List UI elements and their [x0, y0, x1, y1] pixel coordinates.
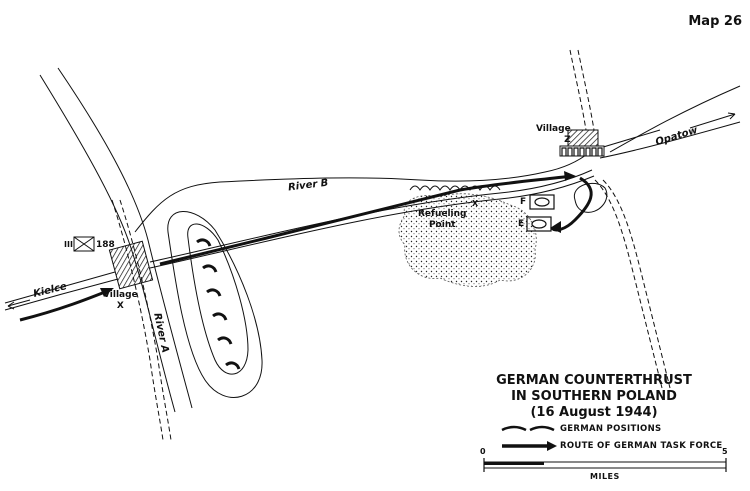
german-positions [196, 238, 241, 370]
map-number: Map 26 [688, 14, 742, 29]
title-line-2: IN SOUTHERN POLAND [511, 389, 677, 404]
scale-bar [483, 458, 727, 472]
village-x-shape [108, 240, 154, 290]
legend-route-symbol [502, 441, 557, 451]
title-line-1: GERMAN COUNTERTHRUST [496, 373, 692, 388]
unit-symbols [526, 194, 555, 232]
main-roads [4, 129, 661, 311]
roads [111, 49, 671, 441]
legend-positions-label: GERMAN POSITIONS [560, 424, 662, 434]
regiment-size: III [64, 240, 73, 249]
legend-route-label: ROUTE OF GERMAN TASK FORCE [560, 441, 723, 451]
road-direction-arrows [7, 112, 736, 310]
scale-start: 0 [480, 447, 486, 456]
village-z-shape [559, 129, 605, 157]
marker-x: X [472, 199, 479, 208]
title-line-3: (16 August 1944) [530, 405, 658, 420]
map-title: GERMAN COUNTERTHRUST IN SOUTHERN POLAND … [478, 373, 710, 421]
unit-f-label: F [520, 197, 527, 207]
route-arrowheads [100, 171, 576, 297]
label-village-z: Village Z [536, 124, 571, 145]
hill-contour [573, 182, 608, 213]
unit-e-label: E [518, 219, 525, 229]
river-b [134, 85, 741, 233]
label-refueling-point: Refueling Point [418, 209, 467, 230]
regiment-symbol [73, 236, 95, 252]
refueling-area [398, 193, 537, 287]
terrain-contour [167, 211, 263, 398]
scale-unit: MILES [590, 472, 620, 481]
scale-end: 5 [722, 447, 728, 456]
regiment-number: 188 [96, 240, 115, 250]
legend-positions-symbol [501, 425, 555, 432]
label-village-x: Village X [103, 290, 138, 311]
